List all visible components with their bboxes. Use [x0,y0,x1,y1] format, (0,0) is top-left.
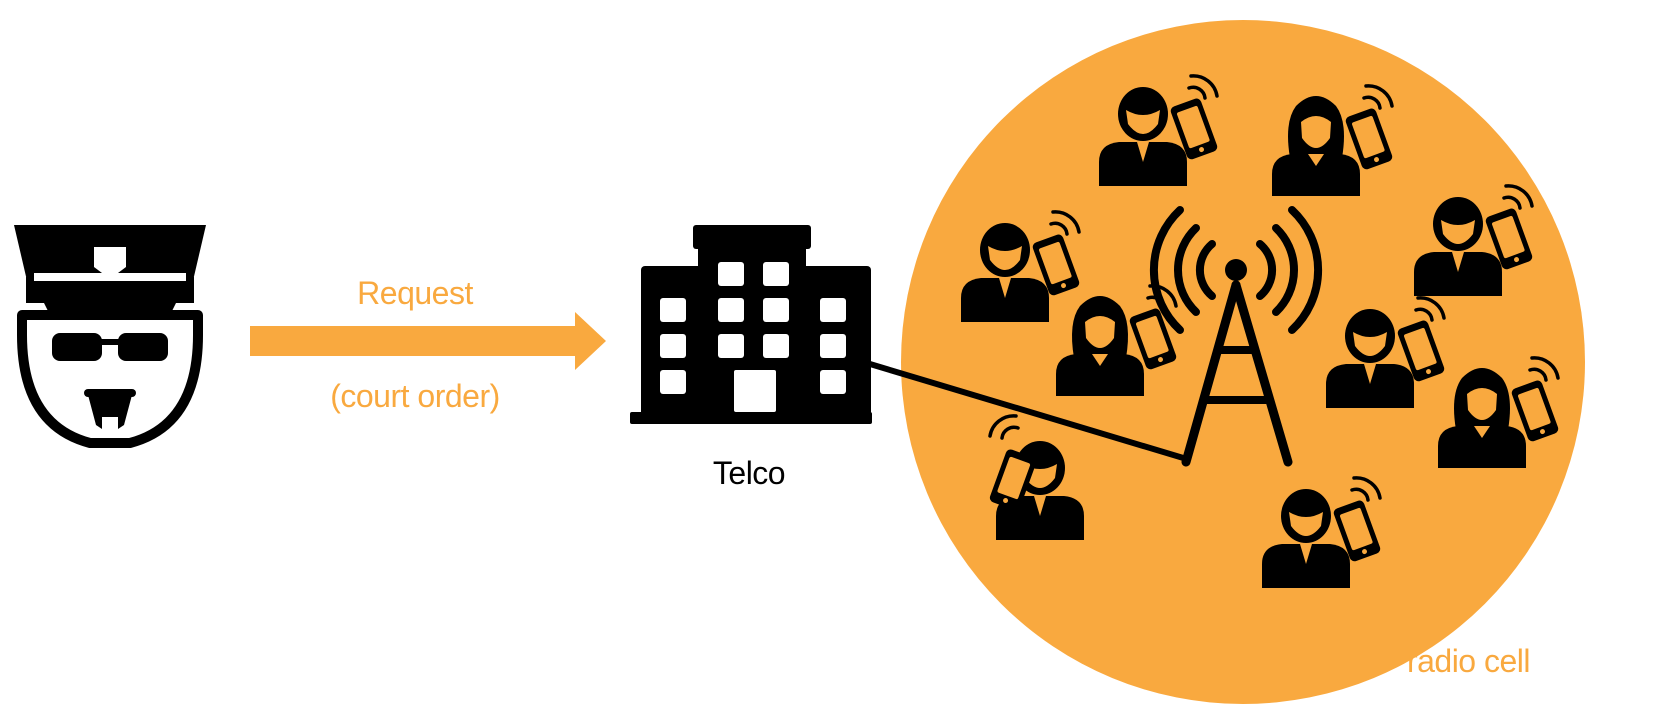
connection-line [869,361,1191,463]
office-building-icon [630,225,872,424]
request-label: Request [357,275,473,311]
radio-cell-label: radio cell [1407,643,1530,679]
court-order-label: (court order) [330,378,500,414]
telco-label: Telco [713,455,785,491]
arrow-right-icon [250,312,606,370]
radio-cell-area [901,20,1585,704]
radio-tower-icon [1149,206,1323,467]
police-officer-icon [14,225,206,448]
